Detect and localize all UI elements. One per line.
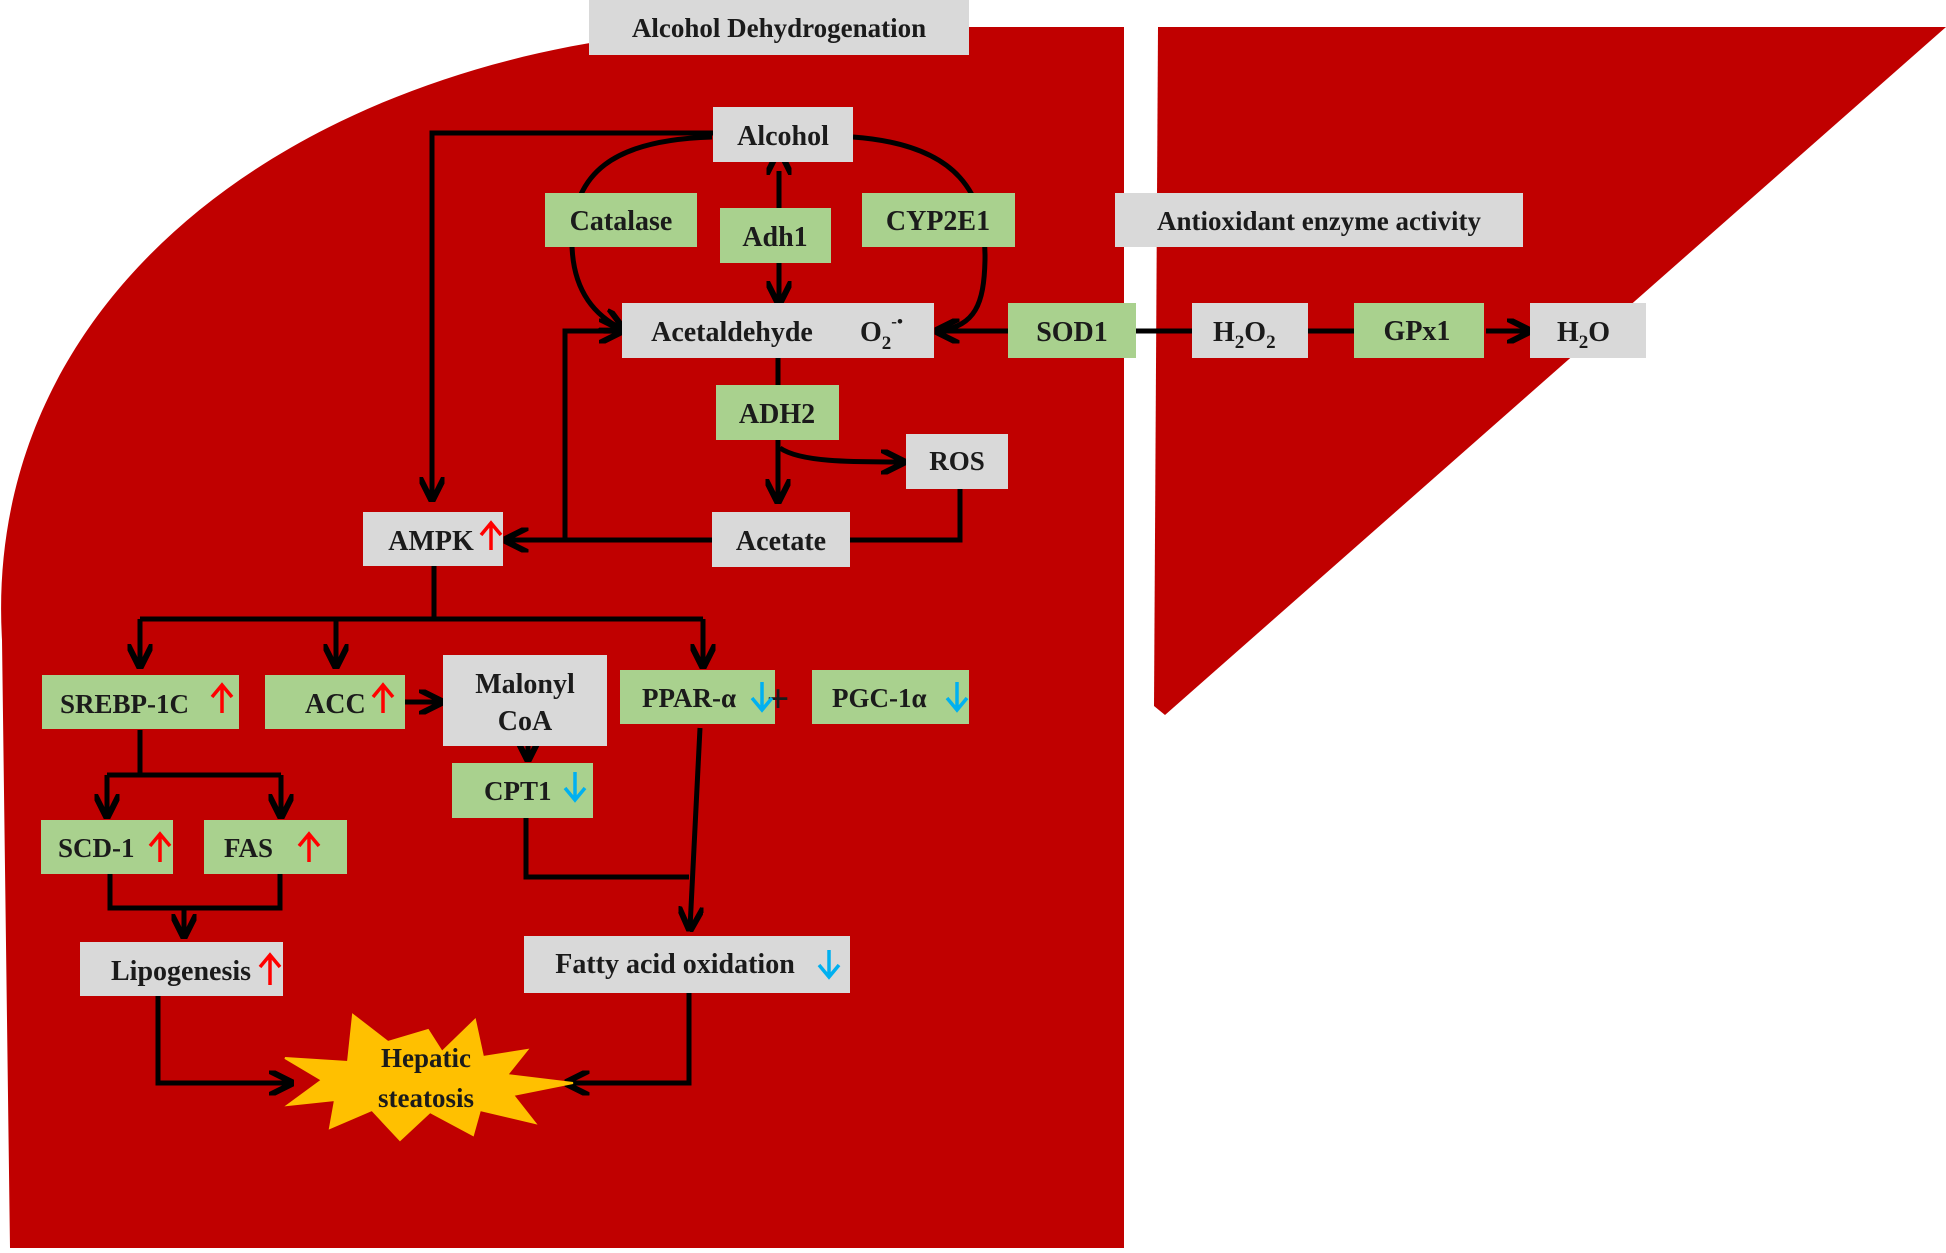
acc-up-arrow-icon [371,682,395,713]
cyp2e1-box [862,193,1015,247]
scd1-box [41,820,173,874]
pgc1-alpha-label: PGC-1α [832,683,927,713]
acetaldehyde-box [622,303,934,358]
cpt1-box [452,763,593,818]
h2o2-box [1192,303,1308,358]
lipogenesis-up-arrow-icon [258,952,282,985]
acetate-box [712,512,850,567]
sod1-box [1008,303,1136,358]
adh2-label: ADH2 [739,399,815,430]
ppar-alpha-label: PPAR-α [642,683,736,713]
lipogenesis-label: Lipogenesis [111,956,251,987]
malonyl-label: Malonyl [475,669,575,700]
catalase-label: Catalase [570,206,673,237]
malonyl-coa-box [443,655,607,746]
plus-sign: + [767,676,790,721]
h2o-box [1530,303,1646,358]
gpx1-label: GPx1 [1384,316,1451,347]
h2o-label: H2O [1557,317,1610,353]
pgc1-alpha-down-arrow-icon [945,682,969,713]
alcohol-dehydrogenation-header: Alcohol Dehydrogenation [632,13,926,43]
regulation-indicators [148,520,969,985]
cpt1-label: CPT1 [484,776,552,806]
steatosis-label: steatosis [378,1083,474,1113]
scd1-label: SCD-1 [58,833,135,863]
fatty-acid-oxidation-box [524,936,850,993]
ampk-up-arrow-icon [479,520,503,550]
adh2-box [716,385,839,440]
adh1-box [720,208,831,263]
sod1-label: SOD1 [1036,317,1108,348]
srebp1c-up-arrow-icon [210,682,234,713]
alcohol-label: Alcohol [737,121,829,152]
ros-label: ROS [929,446,985,476]
srebp1c-label: SREBP-1C [60,689,189,719]
ampk-box [363,512,503,566]
srebp1c-box [42,675,239,729]
fatty-acid-oxidation-label: Fatty acid oxidation [555,949,795,980]
fas-up-arrow-icon [297,831,321,862]
hepatic-label: Hepatic [381,1043,471,1073]
ampk-label: AMPK [388,526,474,557]
gpx1-box [1354,303,1484,358]
ppar-alpha-box [620,670,775,724]
antioxidant-enzyme-activity-header: Antioxidant enzyme activity [1157,206,1481,236]
adh1-label: Adh1 [742,222,807,253]
lipogenesis-box [80,942,283,996]
cyp2e1-label: CYP2E1 [886,206,990,237]
superoxide-label: O2-• [860,312,903,354]
hepatic-steatosis-burst-icon [284,1013,574,1142]
scd1-up-arrow-icon [148,831,172,862]
ros-box [906,434,1008,489]
fatty-acid-oxidation-down-arrow-icon [817,950,841,980]
antioxidant-header-box [1115,193,1523,247]
ppar-alpha-down-arrow-icon [750,682,774,713]
alcohol-dehydrogenation-header-box [589,0,969,55]
h2o2-label: H2O2 [1213,317,1276,353]
catalase-box [545,193,697,247]
coa-label: CoA [498,706,553,737]
pgc1-alpha-box [812,670,969,724]
fas-box [204,820,347,874]
acc-label: ACC [305,689,366,720]
cpt1-down-arrow-icon [563,772,587,803]
liver-right-lobe [1154,27,1946,715]
acetate-label: Acetate [736,526,826,557]
acetaldehyde-label: Acetaldehyde [651,317,813,348]
alcohol-box [713,107,853,162]
fas-label: FAS [224,833,273,863]
